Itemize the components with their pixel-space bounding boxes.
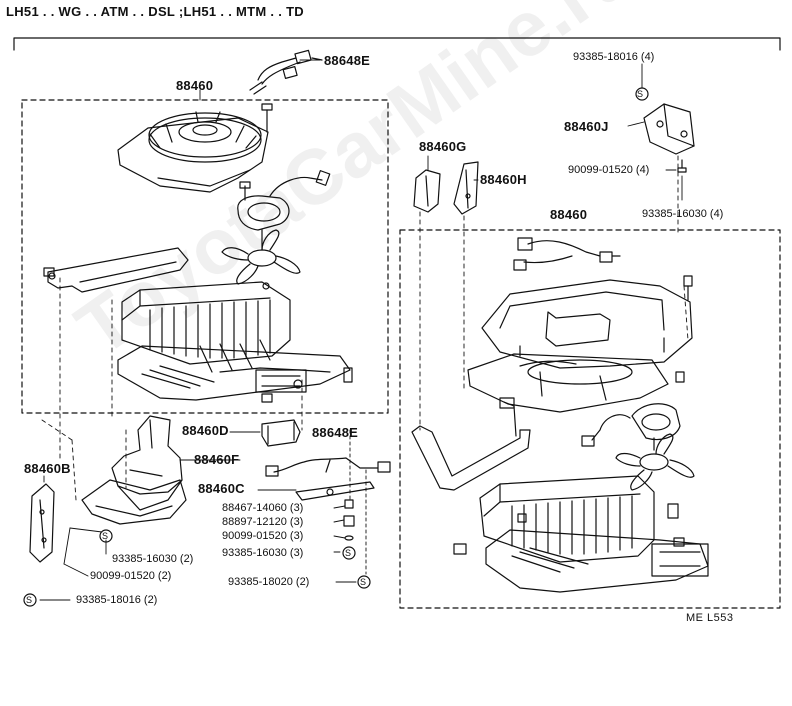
applicability-header: LH51 . . WG . . ATM . . DSL ;LH51 . . MT… (6, 4, 304, 19)
screw-top-left (261, 103, 273, 133)
duct-88460F (111, 415, 183, 511)
label-93385-16030-right: 93385-16030 (4) (642, 208, 724, 220)
mount-bracket-left (43, 247, 189, 293)
label-88460G: 88460G (419, 139, 467, 154)
screw-marker-label: S (26, 595, 33, 605)
heat-exchanger-right (479, 475, 679, 563)
label-88648E-top: 88648E (324, 53, 371, 68)
fan-blade-left (221, 229, 301, 285)
blower-housing-left (117, 111, 269, 193)
label-93385-18016-top-right: 93385-18016 (4) (573, 51, 655, 63)
screw-marker-label: S (360, 577, 367, 587)
label-90099-01520-center: 90099-01520 (3) (222, 530, 304, 542)
label-90099-01520-right: 90099-01520 (4) (568, 164, 650, 176)
label-93385-16030-center: 93385-16030 (3) (222, 547, 304, 559)
case-bottom-right (453, 529, 709, 593)
label-88460-right: 88460 (550, 207, 588, 222)
right-assembly-box (399, 229, 781, 609)
label-88460B: 88460B (24, 461, 71, 476)
fan-motor-left (237, 170, 331, 231)
connector-harness-right (513, 237, 621, 271)
fastener-guide-line (349, 429, 367, 575)
screw-marker-label: S (345, 548, 352, 558)
leader-lines-left (39, 59, 357, 601)
strip-88460C (295, 481, 375, 501)
label-93385-18016-bottom-left: 93385-18016 (2) (76, 594, 158, 606)
screw-marker-label: S (102, 531, 109, 541)
bracket-88460G (413, 169, 441, 213)
fastener-stack (343, 499, 355, 541)
guide-lines-left (41, 277, 303, 501)
heat-exchanger-left (121, 281, 291, 373)
bracket-88460H (453, 161, 479, 215)
label-88460H: 88460H (480, 172, 527, 187)
case-middle-right (467, 353, 685, 413)
label-93385-16030-left: 93385-16030 (2) (112, 553, 194, 565)
bracket-88460J (643, 103, 695, 173)
label-88460J: 88460J (564, 119, 609, 134)
label-93385-18020: 93385-18020 (2) (228, 576, 310, 588)
label-88460D: 88460D (182, 423, 229, 438)
duct-lower-left (81, 479, 187, 525)
case-bottom-left (117, 345, 353, 403)
label-88460C: 88460C (198, 481, 245, 496)
blower-housing-right (481, 275, 693, 385)
screw-marker-label: S (637, 89, 644, 99)
leader-lines-right (427, 63, 683, 201)
label-88460-left: 88460 (176, 78, 214, 93)
header-bracket-line (13, 37, 781, 51)
label-88460F: 88460F (194, 452, 240, 467)
label-88897-12120: 88897-12120 (3) (222, 516, 304, 528)
wire-harness-88648E (265, 457, 391, 477)
fan-blade-right (615, 433, 695, 491)
label-88648E-mid: 88648E (312, 425, 359, 440)
bracket-88460B (29, 483, 55, 563)
screw-markers (23, 87, 649, 607)
guide-lines-right (419, 155, 689, 431)
label-90099-01520-left: 90099-01520 (2) (90, 570, 172, 582)
fan-motor-right (581, 403, 681, 451)
lower-bracket-right (411, 397, 531, 491)
clip-88460D (261, 419, 301, 447)
left-assembly-box (21, 99, 389, 414)
connector-harness-top (249, 49, 323, 95)
label-88467-14060: 88467-14060 (3) (222, 502, 304, 514)
diagram-code: ME L553 (686, 612, 734, 624)
